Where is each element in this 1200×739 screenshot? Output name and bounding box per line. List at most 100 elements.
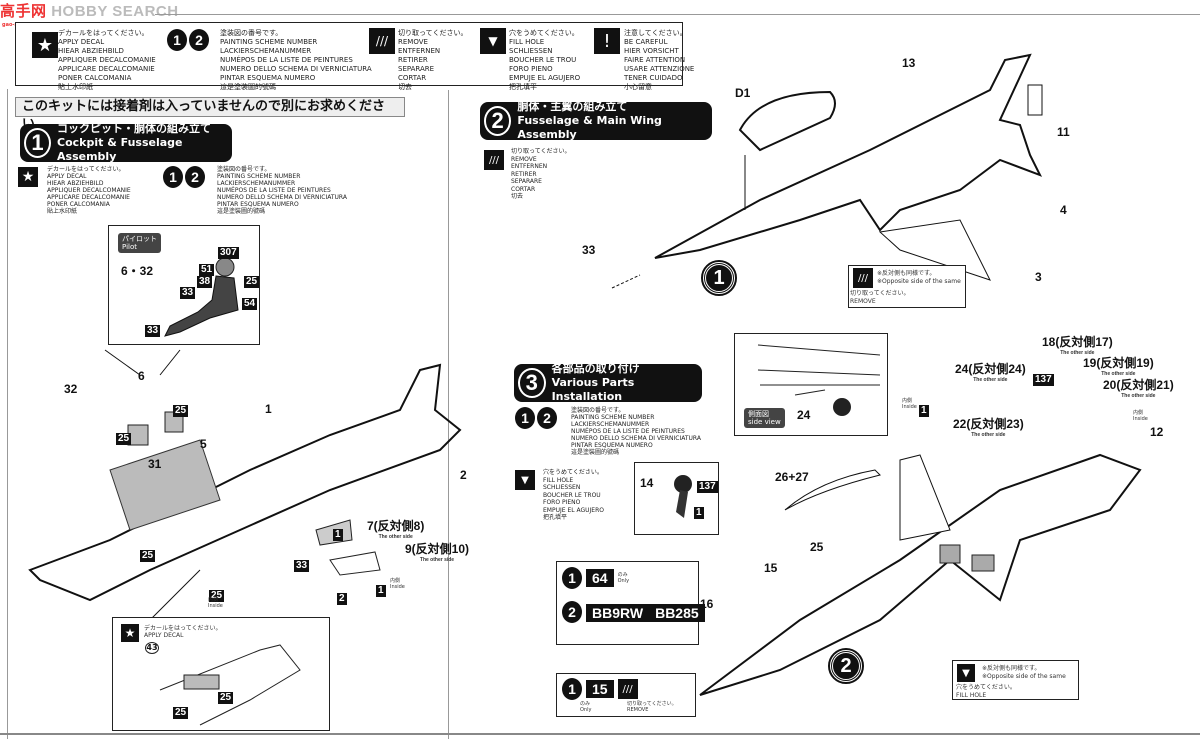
part-7-intake: 7(反対側8)The other side <box>367 519 425 540</box>
part-26-27: 26+27 <box>775 470 809 484</box>
remove-row: 1 15 /// <box>562 678 638 700</box>
canopy-D1: D1 <box>735 86 751 100</box>
ref-1-intake: 1 <box>333 529 343 541</box>
cut-icon: /// <box>369 28 395 54</box>
center-rule <box>448 90 449 739</box>
ref-33: 33 <box>180 287 196 299</box>
step-3-title-jp: 各部品の取り付け <box>551 362 640 375</box>
subassembly-2-marker: 2 <box>828 648 864 684</box>
step-1-title-jp: コックピット・胴体の組み立て <box>57 122 212 135</box>
remove-text: 切り取ってください。REMOVE <box>627 701 677 713</box>
ref-51: 51 <box>199 264 215 276</box>
part-31: 31 <box>148 457 162 471</box>
watermark-brand: HOBBY SEARCH <box>51 3 179 20</box>
step-1-header: 1 コックピット・胴体の組み立て Cockpit & Fusselage Ass… <box>20 122 232 163</box>
part-4: 4 <box>1060 203 1067 217</box>
cut-icon: /// <box>617 679 638 699</box>
cut-icon: /// <box>484 150 504 170</box>
part-3: 3 <box>1035 270 1042 284</box>
ref-25-inside: 25 <box>209 590 225 602</box>
decal-box-text: デカールをはってください。APPLY DECAL <box>144 625 222 639</box>
step-3-title-en: Various Parts Installation <box>551 376 635 403</box>
ref-54: 54 <box>242 298 258 310</box>
step-2-title-en: Fusselage & Main Wing Assembly <box>517 114 662 141</box>
part-18: 18(反対側17)The other side <box>1042 335 1113 356</box>
nose-wheel-detail-box <box>634 462 719 535</box>
step-2-note-text: ※反対側も同様です。※Opposite side of the same <box>877 270 961 285</box>
part-11: 11 <box>1057 125 1070 139</box>
part-22: 22(反対側23)The other side <box>953 417 1024 438</box>
part-1: 1 <box>265 402 272 416</box>
ref-25-frame: 25 <box>218 692 234 704</box>
part-24-sideview: 24 <box>797 408 811 422</box>
part-20: 20(反対側21)The other side <box>1103 378 1174 399</box>
ref-1-wheel: 1 <box>694 507 704 519</box>
legend-panel <box>15 22 683 86</box>
step-2-header: 2 胴体・主翼の組み立て Fusselage & Main Wing Assem… <box>480 100 712 141</box>
ref-38: 38 <box>197 276 213 288</box>
watermark-prefix: 高手网 <box>0 3 47 20</box>
part-15: 15 <box>764 561 778 575</box>
step-1-title-en: Cockpit & Fusselage Assembly <box>57 136 183 163</box>
part-5: 5 <box>200 437 207 451</box>
step-3-header: 3 各部品の取り付け Various Parts Installation <box>514 362 702 403</box>
ref-1-inside: 1 <box>376 585 386 597</box>
part-32: 32 <box>64 382 78 396</box>
subassembly-1-marker: 1 <box>701 260 737 296</box>
part-12: 12 <box>1150 425 1164 439</box>
part-24: 24(反対側24)The other side <box>955 362 1026 383</box>
part-19: 19(反対側19)The other side <box>1083 356 1154 377</box>
star-icon: ★ <box>32 32 58 58</box>
part-2: 2 <box>460 468 467 482</box>
fill-hole-icon: ▼ <box>480 28 506 54</box>
scheme-2-code-2: BB285 <box>649 604 705 622</box>
fill-note-action: 穴をうめてください。FILL HOLE <box>956 684 1016 699</box>
step-2-title-jp: 胴体・主翼の組み立て <box>517 100 628 113</box>
part-6: 6 <box>138 369 145 383</box>
step-2-number: 2 <box>484 106 512 136</box>
watermark-logo: 高手网 HOBBY SEARCH <box>0 0 179 20</box>
top-rule <box>155 14 1200 15</box>
step-3-number: 3 <box>518 368 546 398</box>
ref-25-seat: 25 <box>173 405 189 417</box>
star-icon: ★ <box>121 624 139 642</box>
bottom-rule <box>0 733 1200 735</box>
ref-25-seat2: 25 <box>116 433 132 445</box>
ref-25-floor: 25 <box>140 550 156 562</box>
ref-25: 25 <box>244 276 260 288</box>
part-13: 13 <box>902 56 916 70</box>
fill-hole-icon: ▼ <box>957 664 975 682</box>
cut-icon: /// <box>853 268 873 288</box>
decal-43: 43 <box>145 642 159 654</box>
scheme-2-code-1: BB9RW <box>586 604 650 622</box>
part-9-intake: 9(反対側10)The other side <box>405 542 470 563</box>
star-icon: ★ <box>18 167 38 187</box>
step-1-number: 1 <box>24 128 52 158</box>
pilot-parts-label: 6・32 <box>121 264 154 278</box>
ref-1-inside: 1 <box>919 405 929 417</box>
ref-2-intake: 2 <box>337 593 347 605</box>
ref-33-intake: 33 <box>294 560 310 572</box>
ref-137: 137 <box>697 481 718 493</box>
